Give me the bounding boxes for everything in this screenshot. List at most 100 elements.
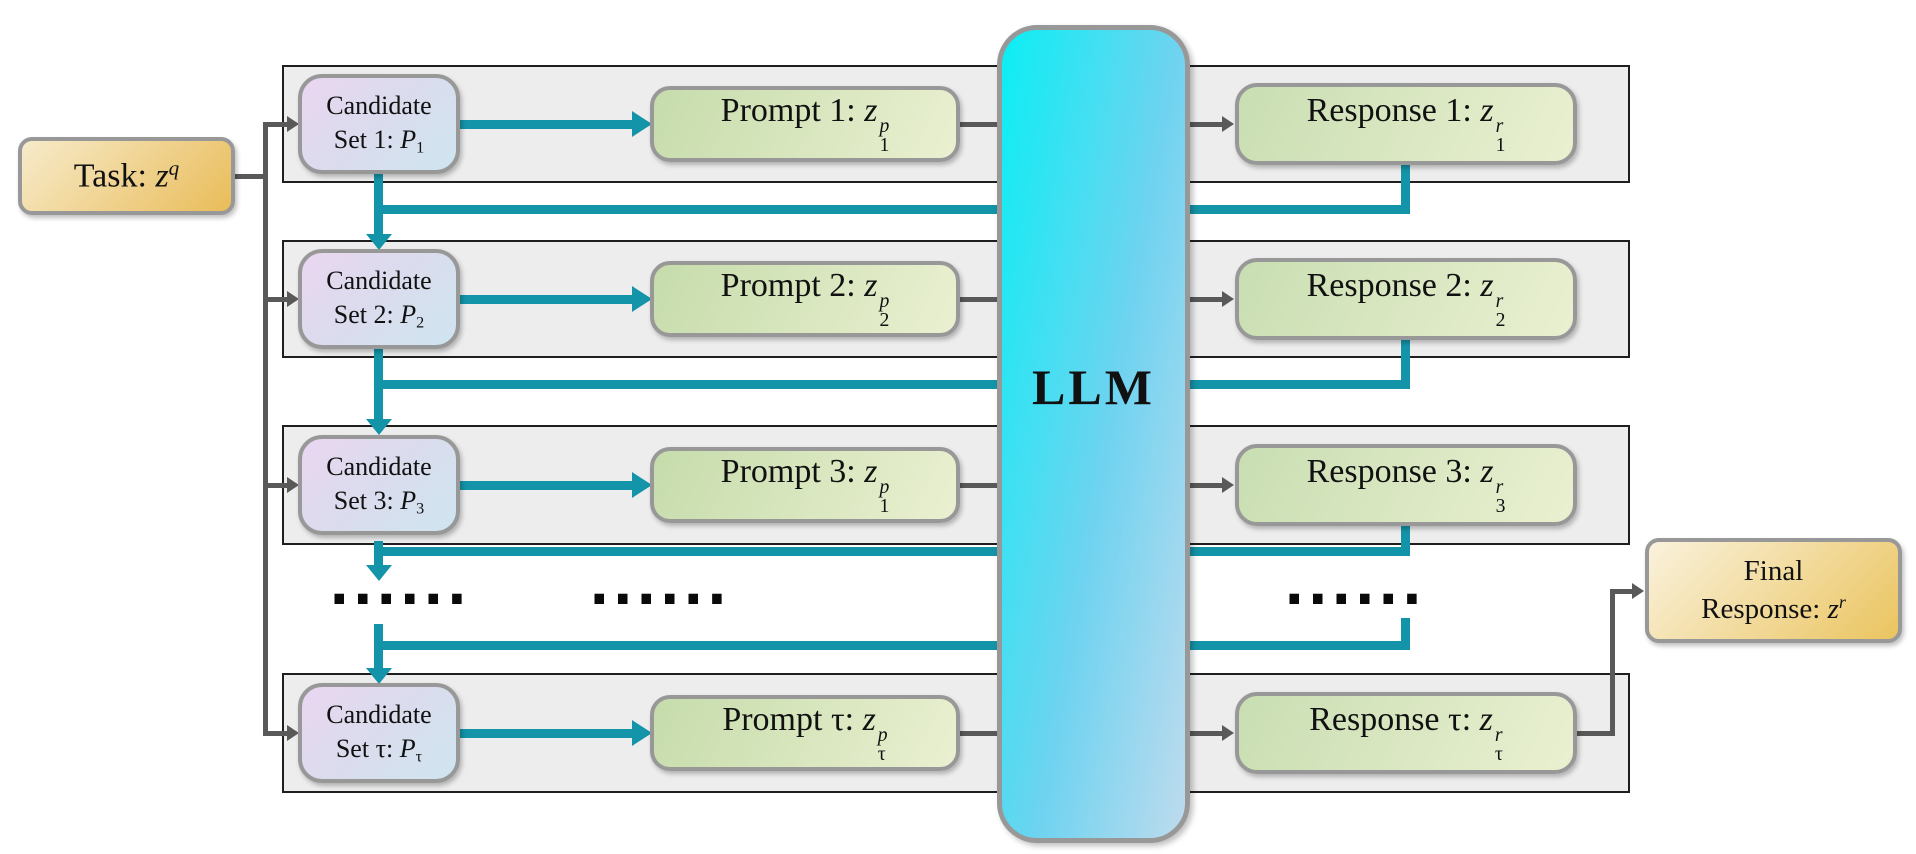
response-feedback-stub-2 — [1401, 340, 1410, 385]
feedback-hline-3 — [374, 547, 1410, 556]
candidate-prefix-1: Set 1: — [333, 124, 401, 154]
candidate-to-prompt-arrowhead-1 — [632, 111, 652, 137]
prompt-to-llm-line-1 — [958, 122, 1000, 127]
feedback-arrowhead-1 — [366, 234, 392, 250]
llm-to-response-line-2 — [1188, 297, 1224, 302]
candidate-line2-tau: Set τ: Pτ — [326, 732, 431, 768]
task-trunk-line — [263, 122, 268, 736]
branch-arrowhead-2 — [287, 291, 299, 307]
candidate-subscript-1: 1 — [416, 139, 425, 157]
prompt-var-2: z — [864, 266, 878, 304]
final-connector-arrowhead — [1632, 583, 1644, 599]
prompt-subscript-2: 2 — [879, 309, 890, 332]
feedback-hline-2 — [374, 380, 1410, 389]
ellipsis-response-column: ...... — [1284, 554, 1426, 617]
branch-line-1 — [263, 122, 289, 127]
prompt-var-3: z — [864, 452, 878, 490]
prompt-superscript-1: p — [879, 114, 890, 137]
response-feedback-stub-3 — [1401, 522, 1410, 552]
response-prefix-3: Response 3: — [1306, 452, 1481, 490]
llm-to-response-line-1 — [1188, 122, 1224, 127]
prompt-prefix-tau: Prompt τ: — [722, 700, 863, 738]
prompt-superscript-2: p — [879, 289, 890, 312]
candidate-to-prompt-arrowhead-tau — [632, 720, 652, 746]
branch-line-3 — [263, 483, 289, 488]
prompt-to-llm-line-2 — [958, 297, 1000, 302]
candidate-line1-3: Candidate — [326, 451, 432, 481]
final-response-line2: Response: zr — [1701, 591, 1846, 629]
candidate-label-3: Candidate Set 3: P3 — [326, 450, 431, 520]
llm-to-response-arrowhead-3 — [1222, 477, 1234, 493]
candidate-to-prompt-line-1 — [458, 120, 634, 129]
prompt-prefix-1: Prompt 1: — [720, 91, 865, 129]
llm-to-response-arrowhead-1 — [1222, 116, 1234, 132]
ellipsis-prompt-column: ...... — [589, 554, 731, 617]
candidate-prefix-2: Set 2: — [333, 299, 401, 329]
candidate-set-box-2: Candidate Set 2: P2 — [298, 249, 460, 349]
candidate-to-prompt-line-tau — [458, 729, 634, 738]
task-label: Task: zq — [74, 156, 179, 196]
task-var: z — [155, 157, 169, 195]
task-label-prefix: Task: — [73, 157, 156, 195]
llm-to-response-arrowhead-tau — [1222, 725, 1234, 741]
final-response-label: Final Response: zr — [1701, 553, 1846, 628]
prompt-subscript-tau: τ — [877, 743, 886, 766]
candidate-line1-1: Candidate — [326, 90, 432, 120]
response-superscript-1: r — [1495, 114, 1504, 137]
candidate-to-prompt-line-3 — [458, 481, 634, 490]
task-connector-line — [231, 174, 265, 179]
candidate-to-prompt-arrowhead-2 — [632, 286, 652, 312]
prompt-subscript-3: 1 — [879, 495, 890, 518]
llm-label: LLM — [1032, 358, 1155, 415]
feedback-arrowhead-tau — [366, 668, 392, 684]
response-feedback-stub-tau — [1401, 618, 1410, 646]
response-prefix-2: Response 2: — [1306, 266, 1481, 304]
response-prefix-1: Response 1: — [1306, 91, 1481, 129]
candidate-subscript-tau: τ — [415, 748, 423, 766]
response-prefix-tau: Response τ: — [1309, 700, 1480, 738]
response-subscript-tau: τ — [1494, 743, 1503, 766]
candidate-label-2: Candidate Set 2: P2 — [326, 264, 431, 334]
candidate-prefix-tau: Set τ: — [335, 733, 400, 763]
prompt-to-llm-line-tau — [958, 731, 1000, 736]
response-superscript-3: r — [1495, 475, 1504, 498]
branch-arrowhead-3 — [287, 477, 299, 493]
candidate-line1-tau: Candidate — [326, 699, 432, 729]
candidate-subscript-3: 3 — [416, 500, 425, 518]
candidate-label-tau: Candidate Set τ: Pτ — [326, 698, 431, 768]
response-var-1: z — [1480, 91, 1494, 129]
final-response-prefix: Response: — [1701, 592, 1828, 625]
candidate-script-p-2: P — [400, 299, 417, 329]
feedback-arrowhead-2 — [366, 419, 392, 435]
candidate-script-p-3: P — [400, 485, 417, 515]
final-connector-h1 — [1575, 731, 1615, 736]
candidate-set-box-3: Candidate Set 3: P3 — [298, 435, 460, 535]
response-var-2: z — [1480, 266, 1494, 304]
prompt-superscript-tau: p — [877, 723, 888, 746]
prompt-to-llm-line-3 — [958, 483, 1000, 488]
llm-box: LLM — [997, 25, 1190, 843]
candidate-label-1: Candidate Set 1: P1 — [326, 89, 431, 159]
prompt-subscript-1: 1 — [879, 134, 890, 157]
candidate-subscript-2: 2 — [416, 314, 425, 332]
branch-line-2 — [263, 297, 289, 302]
branch-arrowhead-1 — [287, 116, 299, 132]
branch-arrowhead-tau — [287, 725, 299, 741]
candidate-line2-3: Set 3: P3 — [326, 484, 431, 520]
final-response-superscript: r — [1838, 591, 1846, 612]
candidate-set-box-1: Candidate Set 1: P1 — [298, 74, 460, 174]
prompt-var-tau: z — [862, 700, 876, 738]
